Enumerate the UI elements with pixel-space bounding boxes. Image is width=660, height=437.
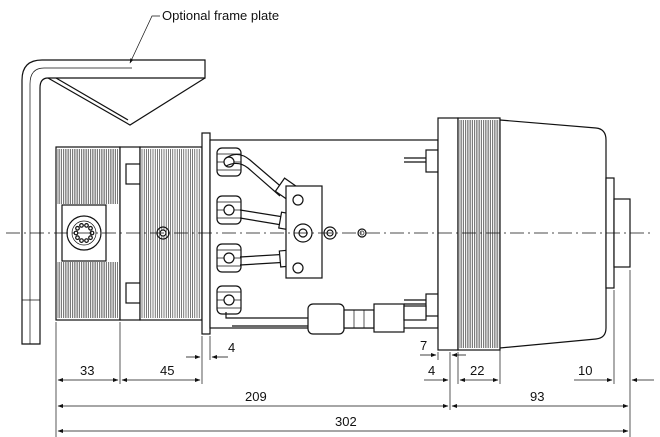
valve-fitting — [216, 147, 242, 177]
connector-pin — [73, 230, 79, 236]
tube-assembly — [225, 153, 427, 335]
connector-pin — [75, 235, 80, 241]
callout-label: Optional frame plate — [162, 8, 279, 23]
dim-302: 302 — [335, 414, 357, 429]
dimension-labels: 33 45 4 7 4 22 10 209 93 302 — [80, 338, 592, 429]
frame-plate-callout: Optional frame plate — [129, 8, 279, 64]
valve-fitting — [216, 285, 242, 315]
connector-pin — [88, 235, 93, 241]
dimension-lines — [57, 353, 654, 433]
dim-4-right: 4 — [428, 363, 435, 378]
dim-7: 7 — [420, 338, 427, 353]
dim-93: 93 — [530, 389, 544, 404]
ring-flange — [139, 132, 211, 335]
connector-housing — [55, 146, 141, 321]
extension-lines — [55, 270, 631, 437]
dim-10: 10 — [578, 363, 592, 378]
connector-pin — [88, 225, 93, 231]
dim-45: 45 — [160, 363, 174, 378]
dim-4-left: 4 — [228, 340, 235, 355]
connector-pin — [79, 238, 84, 244]
connector-pin — [84, 238, 89, 244]
frame-plate — [21, 59, 206, 345]
dim-22: 22 — [470, 363, 484, 378]
bell-housing — [437, 117, 631, 351]
dim-33: 33 — [80, 363, 94, 378]
valve-fitting — [216, 195, 242, 225]
valve-fitting — [216, 243, 242, 273]
connector-pin — [79, 222, 84, 228]
connector-pin — [84, 222, 89, 228]
connector-pin — [75, 225, 80, 231]
dim-209: 209 — [245, 389, 267, 404]
